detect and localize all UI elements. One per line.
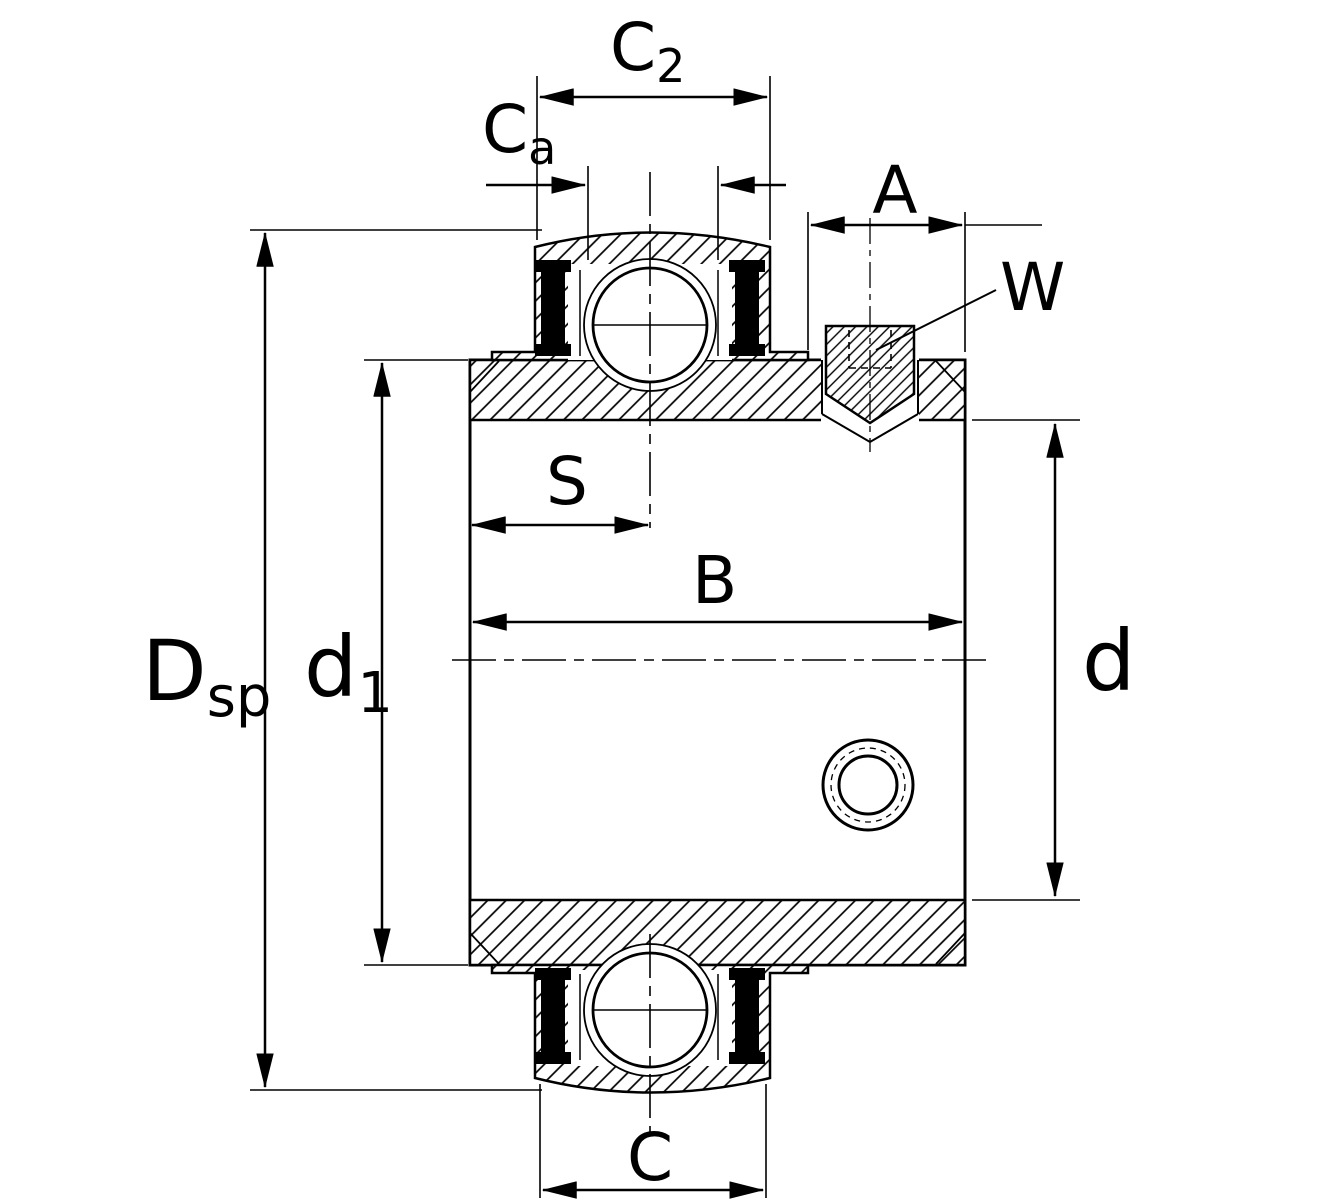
- label-dsp: Dsp: [142, 622, 271, 730]
- bearing-geometry: [468, 218, 967, 1094]
- label-d1: d1: [304, 618, 393, 726]
- dim-ca: [486, 166, 786, 260]
- centerlines: [452, 172, 988, 1136]
- inner-ring-section-bottom: [468, 898, 967, 967]
- label-d: d: [1082, 612, 1135, 710]
- dimension-labels: C2 Ca A W S B Dsp d1 d C: [142, 9, 1135, 1196]
- seal-right-bottom: [729, 968, 765, 1064]
- dim-c2: [536, 76, 771, 240]
- seal-left-bottom: [535, 968, 571, 1064]
- lubrication-hole: [821, 738, 915, 832]
- dim-a: [807, 212, 1042, 352]
- dim-c: [539, 1084, 767, 1199]
- label-c2: C2: [610, 9, 685, 93]
- inner-ring-body: [468, 358, 967, 967]
- dim-w-leader: [875, 289, 997, 351]
- hex-socket-hidden-lines: [848, 330, 892, 369]
- cage-lines-bottom: [579, 974, 719, 1060]
- label-ca: Ca: [482, 91, 556, 175]
- dimension-annotations: [250, 76, 1080, 1199]
- label-b: B: [692, 542, 737, 619]
- label-w: W: [1000, 249, 1065, 326]
- dim-dsp: [250, 229, 542, 1091]
- label-s: S: [546, 443, 588, 520]
- dim-d: [972, 419, 1080, 901]
- dim-d1: [364, 359, 468, 966]
- label-c: C: [627, 1119, 673, 1196]
- seal-right-top: [729, 260, 765, 356]
- seal-left-top: [535, 260, 571, 356]
- set-screw-assembly: [821, 218, 919, 452]
- cage-lines-top: [579, 270, 719, 356]
- chamfer-lines: [469, 360, 966, 965]
- label-a: A: [872, 152, 917, 229]
